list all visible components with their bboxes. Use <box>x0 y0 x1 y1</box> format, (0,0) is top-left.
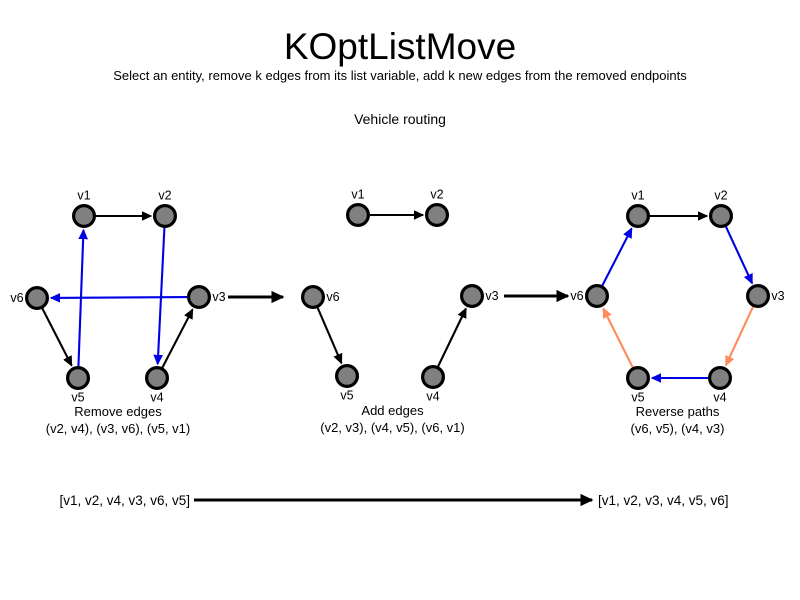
node-circle <box>584 284 609 309</box>
graph-node-v5[interactable]: v5 <box>625 366 650 405</box>
node-label: v4 <box>713 390 726 404</box>
page-subtitle: Select an entity, remove k edges from it… <box>113 68 687 83</box>
panel-caption-detail: (v2, v3), (v4, v5), (v6, v1) <box>320 420 464 435</box>
graph-node-v2[interactable]: v2 <box>425 188 450 228</box>
graph-node-v3[interactable]: v3 <box>745 284 785 309</box>
graph-node-v1[interactable]: v1 <box>71 189 96 229</box>
node-circle <box>425 203 450 228</box>
node-label: v3 <box>771 289 784 303</box>
edge-v4-v3 <box>161 308 194 369</box>
edge-v2-v3 <box>724 225 754 285</box>
node-circle <box>153 204 178 229</box>
node-circle <box>301 285 326 310</box>
nodes-layer: v1 v2 v6 v3 v5 v4 v1 v2 v6 v3 v5 v4 v1 v2 v6 v3 v5 v4 <box>10 188 784 405</box>
node-label: v6 <box>570 289 583 303</box>
graph-node-v6[interactable]: v6 <box>10 286 49 311</box>
node-label: v3 <box>485 289 498 303</box>
graph-node-v1[interactable]: v1 <box>625 189 650 229</box>
node-label: v1 <box>351 188 364 202</box>
node-circle <box>145 366 170 391</box>
graph-node-v5[interactable]: v5 <box>65 366 90 405</box>
node-circle <box>625 366 650 391</box>
page-title: KOptListMove <box>283 26 517 67</box>
node-circle <box>707 366 732 391</box>
list-before: [v1, v2, v4, v3, v6, v5] <box>59 493 190 508</box>
node-label: v2 <box>714 189 727 203</box>
panel-caption-detail: (v6, v5), (v4, v3) <box>631 421 725 436</box>
graph-node-v4[interactable]: v4 <box>707 366 732 405</box>
node-circle <box>745 284 770 309</box>
edge-v5-v1 <box>77 228 88 367</box>
node-circle <box>187 285 212 310</box>
graph-node-v4[interactable]: v4 <box>145 366 170 405</box>
graph-node-v1[interactable]: v1 <box>346 188 371 228</box>
section-label: Vehicle routing <box>354 111 446 127</box>
graph-node-v3[interactable]: v3 <box>460 284 499 309</box>
node-label: v6 <box>326 290 339 304</box>
node-label: v5 <box>631 390 644 404</box>
node-circle <box>460 284 485 309</box>
node-circle <box>71 204 96 229</box>
edge-v6-v1 <box>601 227 633 287</box>
node-label: v1 <box>77 189 90 203</box>
edge-v6-v5 <box>41 307 73 367</box>
graph-node-v4[interactable]: v4 <box>421 365 446 404</box>
edge-v3-v6 <box>49 293 188 303</box>
edge-v5-v6 <box>602 307 634 369</box>
connectors-layer <box>228 289 570 304</box>
graph-node-v2[interactable]: v2 <box>153 189 178 229</box>
graph-node-v5[interactable]: v5 <box>335 364 360 403</box>
node-label: v4 <box>426 389 439 403</box>
node-label: v4 <box>150 390 163 404</box>
node-label: v5 <box>71 390 84 404</box>
node-label: v5 <box>340 388 353 402</box>
node-circle <box>335 364 360 389</box>
edge-v4-v3 <box>437 307 467 368</box>
edges-layer <box>41 210 755 383</box>
node-label: v2 <box>430 188 443 202</box>
graph-node-v3[interactable]: v3 <box>187 285 226 310</box>
panel-caption-title: Add edges <box>361 403 424 418</box>
node-label: v3 <box>212 290 225 304</box>
graph-node-v2[interactable]: v2 <box>708 189 733 229</box>
list-after: [v1, v2, v3, v4, v5, v6] <box>598 493 729 508</box>
node-circle <box>346 203 371 228</box>
graph-node-v6[interactable]: v6 <box>570 284 609 309</box>
list-transition-layer: [v1, v2, v4, v3, v6, v5] [v1, v2, v3, v4,… <box>59 493 728 508</box>
node-circle <box>708 204 733 229</box>
edge-v3-v4 <box>724 305 755 367</box>
edge-v6-v5 <box>316 307 343 365</box>
node-label: v1 <box>631 189 644 203</box>
node-label: v2 <box>158 189 171 203</box>
graph-node-v6[interactable]: v6 <box>301 285 340 310</box>
captions-layer: Remove edges (v2, v4), (v3, v6), (v5, v1)… <box>46 403 725 436</box>
node-circle <box>65 366 90 391</box>
panel-caption-title: Remove edges <box>74 404 162 419</box>
node-circle <box>625 204 650 229</box>
node-label: v6 <box>10 291 23 305</box>
node-circle <box>25 286 49 311</box>
panel-caption-detail: (v2, v4), (v3, v6), (v5, v1) <box>46 421 190 436</box>
edge-v2-v4 <box>153 227 166 366</box>
panel-caption-title: Reverse paths <box>636 404 720 419</box>
node-circle <box>421 365 446 390</box>
